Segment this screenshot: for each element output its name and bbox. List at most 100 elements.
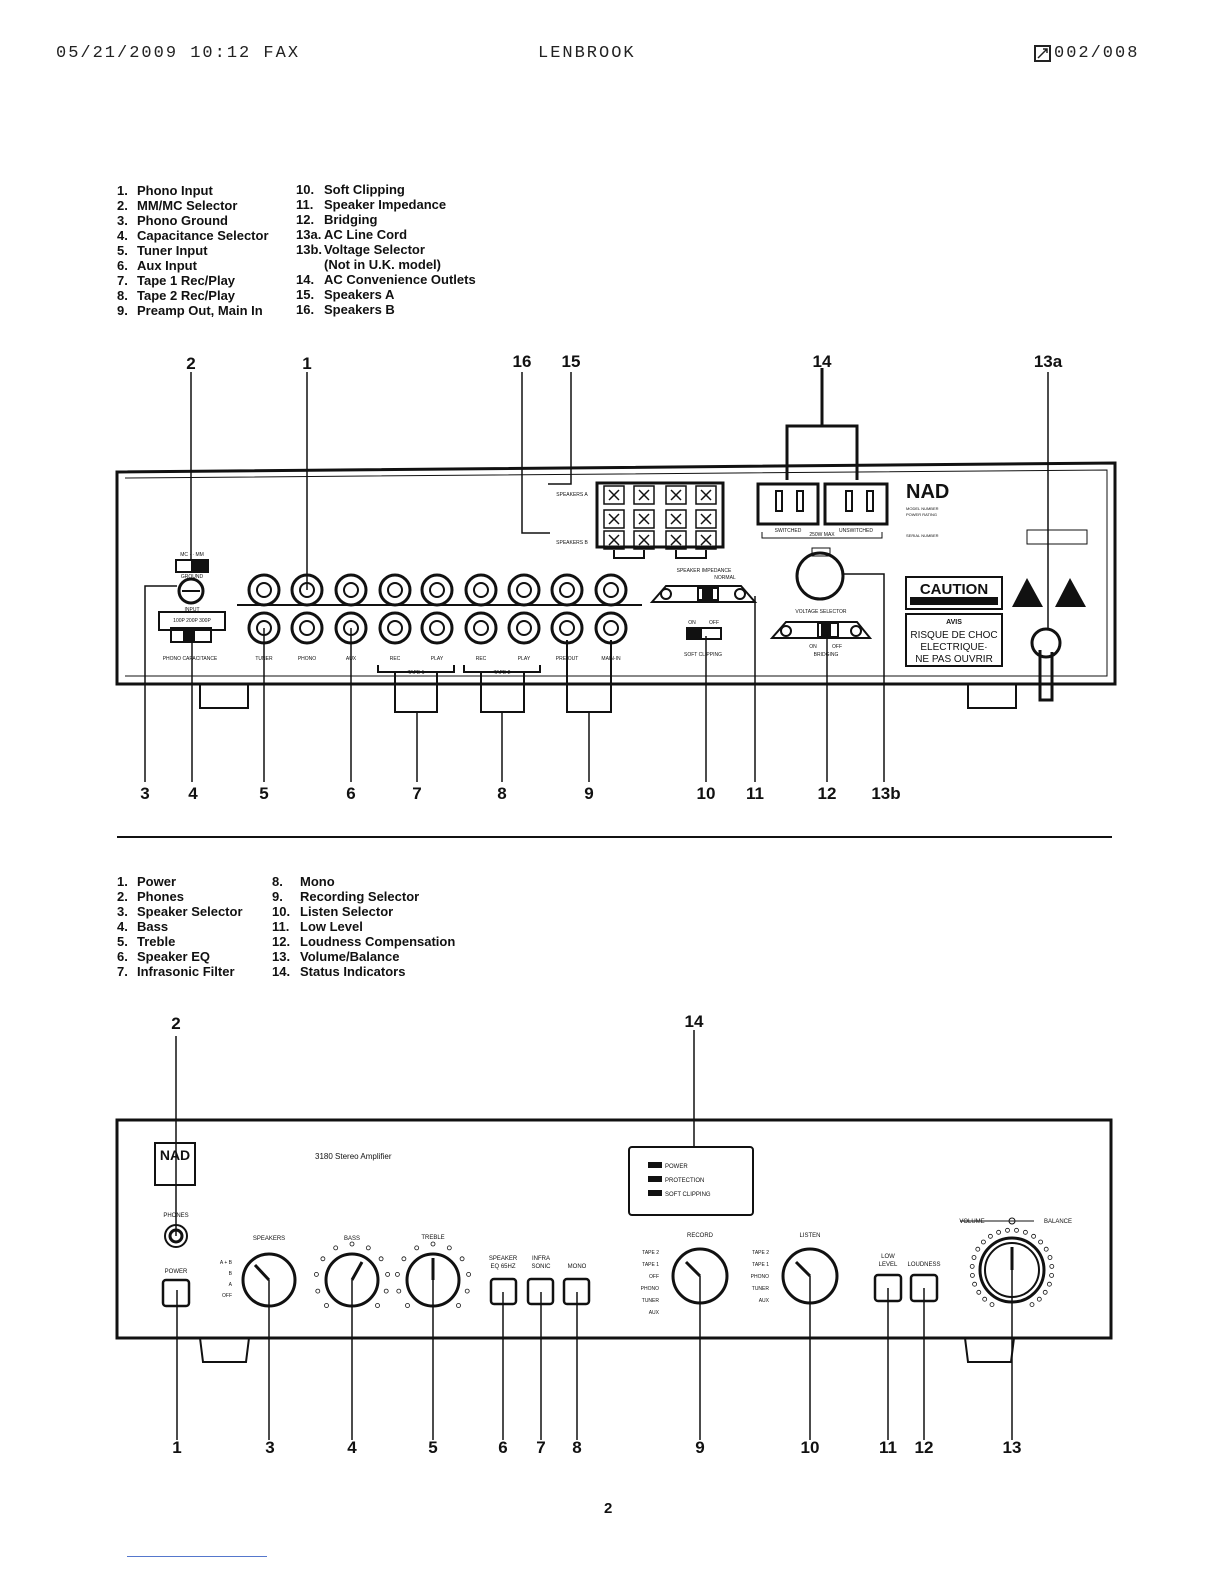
- avis-line-3: NE PAS OUVRIR: [915, 654, 993, 665]
- scale-dot: [996, 1229, 1001, 1235]
- scale-dot: [405, 1303, 410, 1308]
- legend-item: 3.Phono Ground: [117, 213, 269, 228]
- speaker-terminal-icon: [603, 485, 625, 505]
- rear-serial-number: SERIAL NUMBER: [906, 533, 939, 538]
- record-opt-tuner: TUNER: [642, 1298, 660, 1304]
- phono-capacitance-label: PHONO CAPACITANCE: [163, 656, 218, 662]
- loudness-label: LOUDNESS: [907, 1262, 940, 1268]
- legend-item: 11.Low Level: [272, 919, 455, 934]
- legend-item: 16.Speakers B: [296, 302, 476, 317]
- legend-number: 7.: [117, 273, 128, 288]
- speaker-terminal-icon: [633, 530, 655, 550]
- callout-front-7: 7: [536, 1438, 546, 1457]
- scale-dot: [394, 1271, 400, 1277]
- soft-off-label: OFF: [709, 620, 719, 626]
- legend-number: 2.: [117, 889, 128, 904]
- callout-16: 16: [512, 352, 532, 371]
- speaker-eq-label-2: EQ 65HZ: [490, 1264, 515, 1270]
- legend-item: 10.Soft Clipping: [296, 182, 476, 197]
- soft-on-label: ON: [688, 620, 696, 626]
- terminal-cross: [608, 489, 620, 501]
- legend-item: 15.Speakers A: [296, 287, 476, 302]
- legend-number: 7.: [117, 964, 128, 979]
- rca-jack-center: [429, 582, 445, 598]
- speaker-terminal-icon: [633, 485, 655, 505]
- rear-nad-logo: NAD: [906, 481, 949, 503]
- tape1-rec-label: REC: [390, 656, 401, 662]
- speakers-a-label: SPEAKERS A: [556, 492, 588, 498]
- legend-text: AC Convenience Outlets: [324, 272, 476, 287]
- speaker-terminal-icon: [633, 509, 655, 529]
- status-soft-clipping-label: SOFT CLIPPING: [665, 1192, 711, 1198]
- fax-datetime: 05/21/2009 10:12 FAX: [56, 44, 301, 63]
- scale-dot: [971, 1255, 977, 1260]
- legend-number: 5.: [117, 243, 128, 258]
- page-number: 2: [604, 1500, 613, 1517]
- rca-jack-icon: [550, 573, 584, 607]
- rca-jack-center: [299, 620, 315, 636]
- legend-number: 13b.: [296, 242, 323, 257]
- legend-text: Voltage Selector: [324, 242, 425, 257]
- bridging-off-label: OFF: [832, 644, 842, 650]
- speaker-terminal-icon: [665, 509, 687, 529]
- legend-number: 16.: [296, 302, 315, 317]
- rca-jack-icon: [334, 573, 368, 607]
- legend-item: 6.Speaker EQ: [117, 949, 243, 964]
- front-panel-diagram: POWER PROTECTION SOFT CLIPPING NAD 3180 …: [115, 1030, 1113, 1440]
- legend-number: 8.: [272, 874, 283, 889]
- legend-number: 5.: [117, 934, 128, 949]
- scale-dot: [464, 1288, 470, 1294]
- record-opt-phono: PHONO: [641, 1286, 659, 1292]
- legend-item: (Not in U.K. model): [296, 257, 476, 272]
- terminal-cross: [700, 489, 712, 501]
- scale-dot: [396, 1288, 402, 1294]
- scale-dot: [414, 1245, 420, 1251]
- legend-number: 10.: [296, 182, 315, 197]
- rca-jack-icon: [420, 611, 454, 645]
- legend-number: 14.: [296, 272, 315, 287]
- terminal-cross: [608, 513, 620, 525]
- unswitched-label: UNSWITCHED: [839, 528, 873, 534]
- scale-dot: [1047, 1255, 1053, 1260]
- low-level-label-1: LOW: [881, 1254, 895, 1260]
- speaker-terminal-icon: [695, 485, 717, 505]
- legend-number: 12.: [272, 934, 291, 949]
- legend-number: 14.: [272, 964, 291, 979]
- terminal-cross: [670, 513, 682, 525]
- legend-number: 13a.: [296, 227, 322, 242]
- rca-jack-center: [473, 620, 489, 636]
- legend-item: 13b.Voltage Selector: [296, 242, 476, 257]
- legend-text: Volume/Balance: [300, 949, 400, 964]
- scale-dot: [1023, 1229, 1028, 1235]
- terminal-cross: [670, 489, 682, 501]
- callout-10: 10: [696, 784, 716, 803]
- legend-text: Mono: [300, 874, 335, 889]
- legend-text: Phono Input: [137, 183, 213, 198]
- speaker-terminal-icon: [665, 530, 687, 550]
- legend-text: Capacitance Selector: [137, 228, 269, 243]
- mm-mc-label: MC · · MM: [180, 552, 204, 558]
- scale-dot: [982, 1296, 988, 1302]
- callout-front-6: 6: [498, 1438, 508, 1457]
- scale-dot: [976, 1289, 982, 1295]
- spk-opt-a: A: [229, 1282, 233, 1288]
- listen-opt-aux: AUX: [759, 1298, 770, 1304]
- legend-item: 5.Treble: [117, 934, 243, 949]
- rca-jack-icon: [507, 573, 541, 607]
- listen-opt-tape1: TAPE 1: [752, 1262, 769, 1268]
- legend-item: 14.Status Indicators: [272, 964, 455, 979]
- legend-text: Preamp Out, Main In: [137, 303, 263, 318]
- fax-page-icon: [1034, 45, 1051, 62]
- speaker-terminal-icon: [665, 485, 687, 505]
- rca-jack-icon: [290, 611, 324, 645]
- infrasonic-label-1: INFRA: [532, 1256, 550, 1262]
- mainin-label: MAIN-IN: [601, 656, 621, 662]
- scale-dot: [320, 1256, 326, 1262]
- speakers-b-label: SPEAKERS B: [556, 540, 588, 546]
- legend-number: 10.: [272, 904, 291, 919]
- rca-jack-center: [429, 620, 445, 636]
- legend-text: Low Level: [300, 919, 363, 934]
- scale-dot: [315, 1288, 321, 1294]
- legend-text: Recording Selector: [300, 889, 420, 904]
